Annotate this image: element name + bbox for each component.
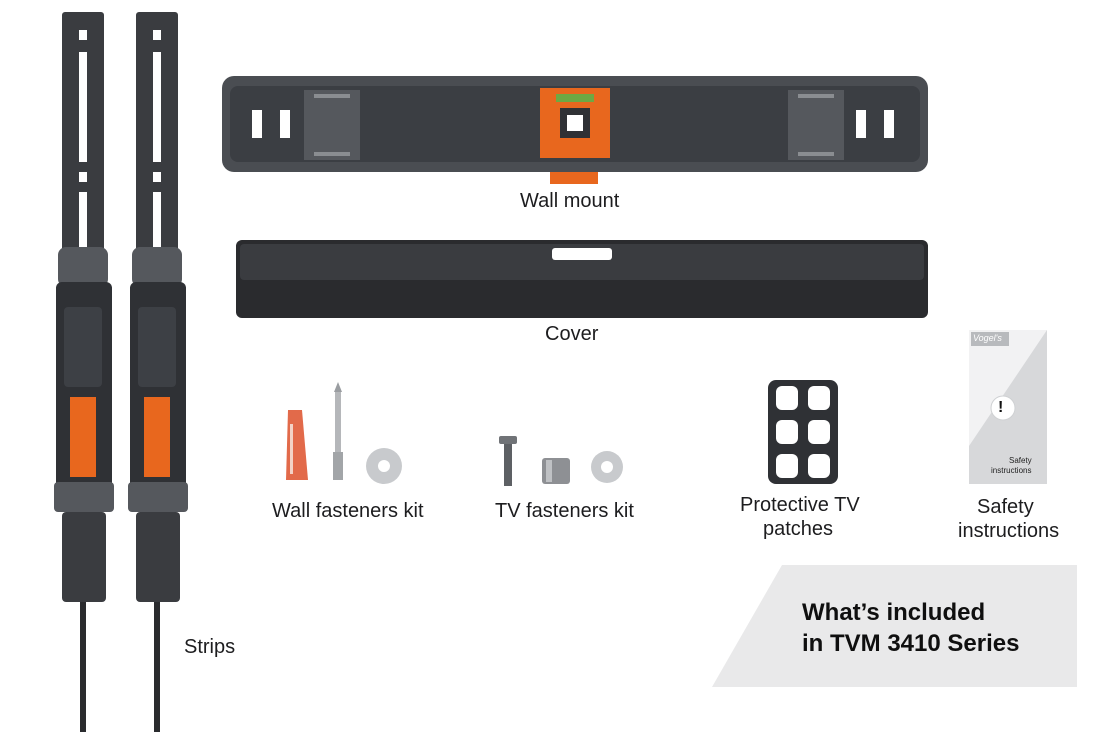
booklet-brand: Vogel's [973, 333, 1002, 343]
wall-fasteners-label: Wall fasteners kit [272, 500, 424, 522]
safety-label-line2: instructions [958, 520, 1060, 542]
strip-icon [54, 12, 114, 732]
title-banner [712, 565, 1077, 687]
banner-title: What’s included in TVM 3410 Series [802, 597, 1072, 659]
bolt-icon [499, 436, 517, 486]
booklet-title-line2: instructions [991, 466, 1032, 475]
strips-label: Strips [184, 636, 236, 658]
patches-label-line2: patches [763, 518, 834, 540]
safety-label-line1: Safety [977, 496, 1034, 518]
cover-label: Cover [545, 323, 599, 345]
warning-icon: ! [998, 399, 1004, 416]
booklet-icon: Vogel's ! Safety instructions [965, 326, 1049, 486]
strip-icon [128, 12, 188, 732]
wall-mount-label: Wall mount [520, 190, 620, 212]
wall-mount-icon [222, 76, 928, 184]
spacer-icon [542, 458, 570, 484]
booklet-title-line1: Safety [1009, 456, 1032, 465]
washer-icon [591, 451, 623, 483]
screw-icon [333, 382, 343, 480]
patch-icon [768, 380, 838, 484]
banner-line1: What’s included [802, 599, 986, 626]
banner-line2: in TVM 3410 Series [802, 630, 1020, 657]
wall-plug-icon [286, 410, 308, 480]
washer-icon [366, 448, 402, 484]
patches-label-line1: Protective TV [740, 494, 860, 516]
cover-icon [236, 240, 928, 318]
tv-fasteners-label: TV fasteners kit [495, 500, 634, 522]
